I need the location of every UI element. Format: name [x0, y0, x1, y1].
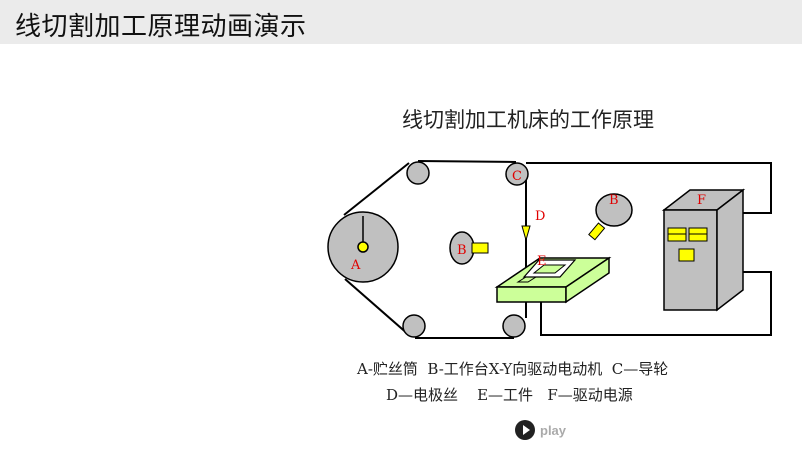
label-b-right: B — [609, 193, 619, 208]
label-a: A — [350, 258, 361, 273]
drive-motor-left: B — [449, 231, 489, 265]
page-title: 线切割加工原理动画演示 — [15, 12, 307, 42]
electrode-wire-arrow — [521, 225, 531, 242]
wire-drum-hub — [357, 241, 369, 253]
label-e: E — [537, 254, 547, 269]
power-wiring — [526, 162, 772, 336]
play-button[interactable]: play — [515, 419, 566, 441]
guide-pulley-bottom-right — [502, 314, 526, 338]
guide-wheel-c — [505, 162, 529, 186]
guide-pulley-bottom-left — [402, 314, 426, 338]
legend-line-2: D—电极丝 E—工件 F—驱动电源 — [386, 386, 633, 404]
label-f: F — [697, 193, 706, 208]
label-d: D — [535, 209, 545, 224]
title-bar: 线切割加工原理动画演示 — [0, 0, 802, 44]
diagram-title: 线切割加工机床的工作原理 — [402, 108, 654, 132]
indicator-light-3 — [678, 248, 695, 262]
guide-pulley-top-left — [406, 161, 430, 185]
label-b-left: B — [457, 243, 467, 258]
play-label: play — [540, 422, 567, 438]
label-c: C — [512, 169, 522, 184]
drive-motor-right: B — [588, 193, 633, 241]
legend-line-1: A-贮丝筒 B-工作台X-Y向驱动电动机 C—导轮 — [357, 360, 669, 378]
play-circle-icon — [515, 420, 535, 440]
power-supply-cabinet: F — [661, 188, 746, 312]
workpiece: E — [494, 254, 612, 304]
